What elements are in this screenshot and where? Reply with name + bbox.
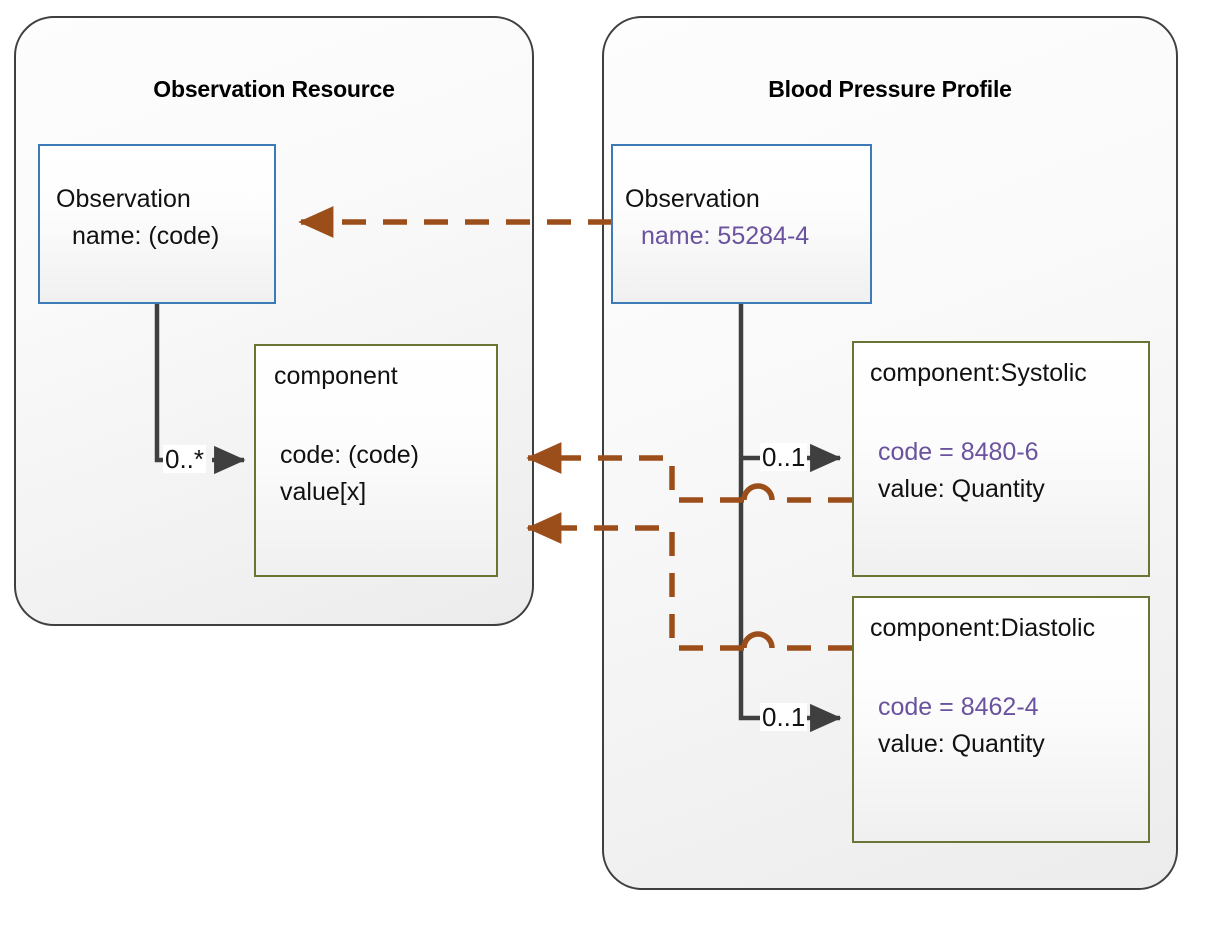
- systolic-attribute-value: value: Quantity: [878, 475, 1045, 503]
- component-attribute-value: value[x]: [280, 478, 367, 506]
- systolic-attribute-code: code = 8480-6: [878, 438, 1039, 466]
- multiplicity-label-component: 0..*: [163, 444, 207, 474]
- multiplicity-label-systolic: 0..1: [760, 442, 808, 472]
- component-attribute-code: code: (code): [280, 441, 419, 469]
- class-box-observation-profile[interactable]: Observation name: 55284-4: [611, 144, 872, 304]
- multiplicity-label-diastolic: 0..1: [760, 702, 808, 732]
- diastolic-attribute-code: code = 8462-4: [878, 693, 1039, 721]
- observation-resource-class-name: Observation: [56, 185, 191, 213]
- component-class-name: component: [274, 362, 398, 390]
- observation-profile-attribute-name: name: 55284-4: [641, 222, 810, 250]
- observation-resource-attribute-name: name: (code): [72, 222, 220, 250]
- class-box-observation-resource[interactable]: Observation name: (code): [38, 144, 276, 304]
- class-box-component-systolic[interactable]: component:Systolic code = 8480-6 value: …: [852, 341, 1150, 577]
- class-box-component-diastolic[interactable]: component:Diastolic code = 8462-4 value:…: [852, 596, 1150, 843]
- diastolic-attribute-value: value: Quantity: [878, 730, 1045, 758]
- panel-right-title: Blood Pressure Profile: [768, 76, 1012, 102]
- observation-profile-class-name: Observation: [625, 185, 760, 213]
- class-box-component[interactable]: component code: (code) value[x]: [254, 344, 498, 577]
- systolic-class-name: component:Systolic: [870, 359, 1087, 387]
- panel-left-title: Observation Resource: [153, 76, 395, 102]
- diastolic-class-name: component:Diastolic: [870, 614, 1096, 642]
